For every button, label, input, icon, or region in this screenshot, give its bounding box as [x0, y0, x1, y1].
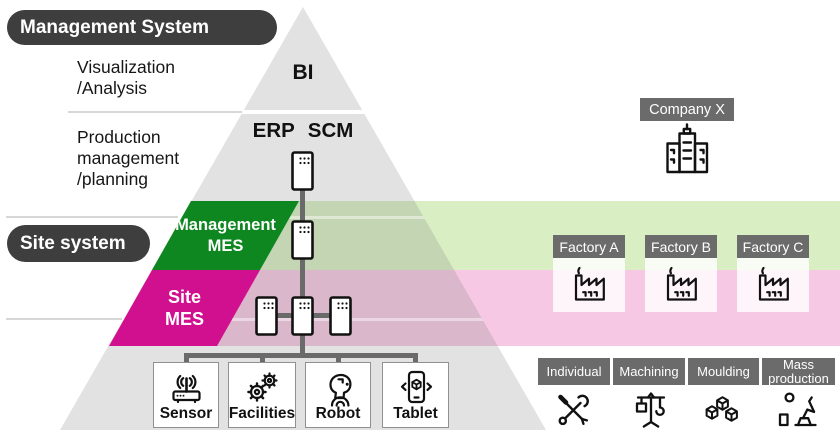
process-moulding-label: Moulding	[688, 358, 759, 385]
separator-line	[68, 111, 242, 113]
server-icon	[291, 151, 314, 191]
robot-arm-icon	[775, 388, 821, 430]
server-icon	[291, 220, 314, 260]
distribution-line	[184, 353, 417, 358]
device-box-facilities: Facilities	[228, 362, 296, 428]
site-system-pill: Site system	[7, 225, 150, 262]
trunk-line	[300, 257, 305, 297]
trunk-line	[300, 188, 305, 221]
factory-b-label: Factory B	[645, 235, 717, 258]
drop-line	[260, 353, 265, 362]
cubes-icon	[701, 392, 745, 430]
drop-line	[184, 353, 189, 362]
production-management-label: Production management /planning	[77, 127, 180, 189]
server-link-line	[276, 313, 292, 318]
site-system-pill-label: Site system	[20, 232, 126, 254]
separator-line	[6, 318, 122, 320]
server-icon	[329, 296, 352, 336]
process-mass-production-label: Mass production	[762, 358, 835, 385]
server-icon	[291, 296, 314, 336]
process-machining-label: Machining	[613, 358, 685, 385]
factory-icon	[758, 266, 789, 301]
trunk-line	[300, 335, 305, 355]
management-system-pill: Management System	[7, 10, 277, 45]
process-individual-label: Individual	[538, 358, 610, 385]
pyramid-level-divider	[60, 110, 546, 114]
device-box-sensor: Sensor	[153, 362, 219, 428]
company-x-label: Company X	[640, 98, 734, 121]
tools-icon	[552, 390, 596, 430]
factory-b-card	[645, 258, 717, 312]
bi-label: BI	[292, 61, 314, 84]
robot-icon	[318, 367, 358, 407]
building-icon	[660, 122, 714, 180]
erp-scm-label: ERP SCM	[213, 119, 393, 143]
factory-icon	[574, 266, 605, 301]
factory-icon	[666, 266, 697, 301]
sensor-icon	[166, 367, 206, 407]
factory-c-card	[737, 258, 809, 312]
visualization-analysis-label: Visualization /Analysis	[77, 57, 175, 98]
factory-a-card	[553, 258, 625, 312]
hoist-icon	[628, 388, 670, 430]
factory-c-label: Factory C	[737, 235, 809, 258]
server-link-line	[312, 313, 330, 318]
drop-line	[336, 353, 341, 362]
facilities-icon	[242, 367, 282, 407]
tablet-icon	[396, 367, 436, 407]
device-box-tablet: Tablet	[382, 362, 449, 428]
scm-label: SCM	[307, 119, 354, 142]
separator-line	[6, 216, 178, 218]
drop-line	[413, 353, 418, 362]
management-system-pill-label: Management System	[20, 16, 210, 38]
factory-a-label: Factory A	[553, 235, 625, 258]
device-box-robot: Robot	[305, 362, 371, 428]
server-icon	[255, 296, 278, 336]
erp-label: ERP	[252, 119, 295, 142]
